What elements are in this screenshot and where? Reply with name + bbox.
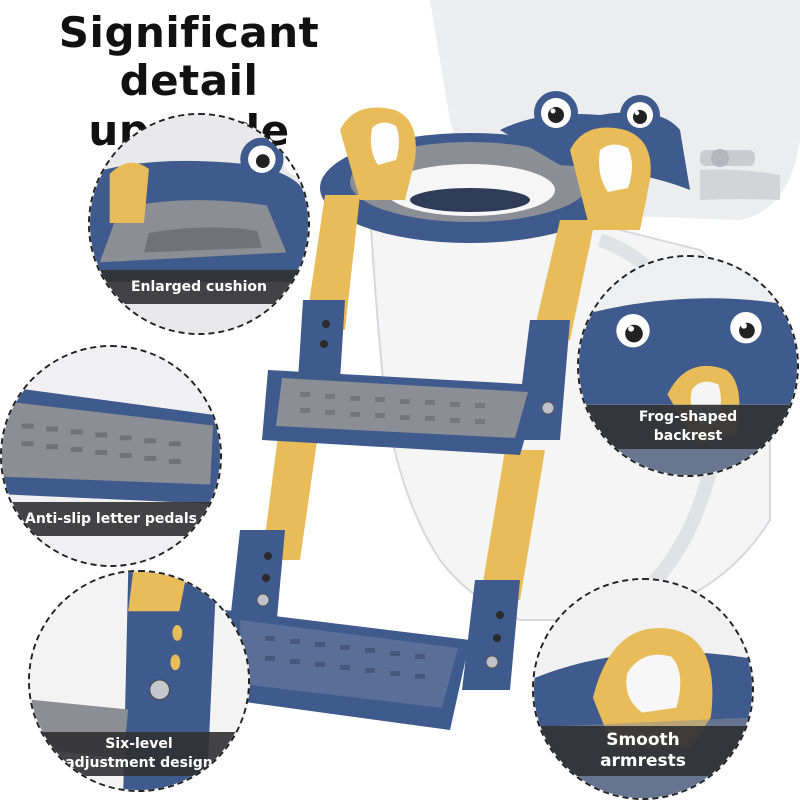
ladder-left-leg — [228, 195, 360, 640]
callout-label: Six-level adjustment design — [30, 732, 248, 776]
right-armrest — [570, 127, 651, 230]
callout-label: Enlarged cushion — [90, 270, 308, 304]
left-armrest — [340, 107, 416, 200]
callout-anti-slip-pedals: Anti-slip letter pedals — [0, 345, 222, 567]
callout-label-line-2: adjustment design — [65, 755, 213, 771]
callout-label-line-1: Frog-shaped — [638, 409, 738, 425]
callout-label-text: Enlarged cushion — [130, 279, 268, 295]
callout-six-level-adjustment: Six-level adjustment design — [28, 570, 250, 792]
callout-label-line-1: Smooth — [606, 730, 680, 750]
callout-label-line-2: armrests — [600, 751, 686, 771]
frog-eye-left — [534, 91, 578, 135]
callout-label: Anti-slip letter pedals — [2, 502, 220, 536]
lower-step — [225, 610, 470, 730]
frog-eye-right — [620, 95, 660, 135]
headline-line-1: Significant — [58, 8, 320, 57]
callout-label: Frog-shaped backrest — [579, 405, 797, 449]
callout-enlarged-cushion: Enlarged cushion — [88, 113, 310, 335]
callout-label-line-1: Six-level — [105, 736, 173, 752]
flush-lever — [700, 149, 755, 167]
callout-label: Smooth armrests — [534, 726, 752, 776]
callout-label-line-2: backrest — [653, 428, 723, 444]
callout-smooth-armrests: Smooth armrests — [532, 578, 754, 800]
upper-step — [262, 370, 540, 455]
callout-frog-backrest: Frog-shaped backrest — [577, 255, 799, 477]
callout-label-text: Anti-slip letter pedals — [25, 511, 197, 527]
